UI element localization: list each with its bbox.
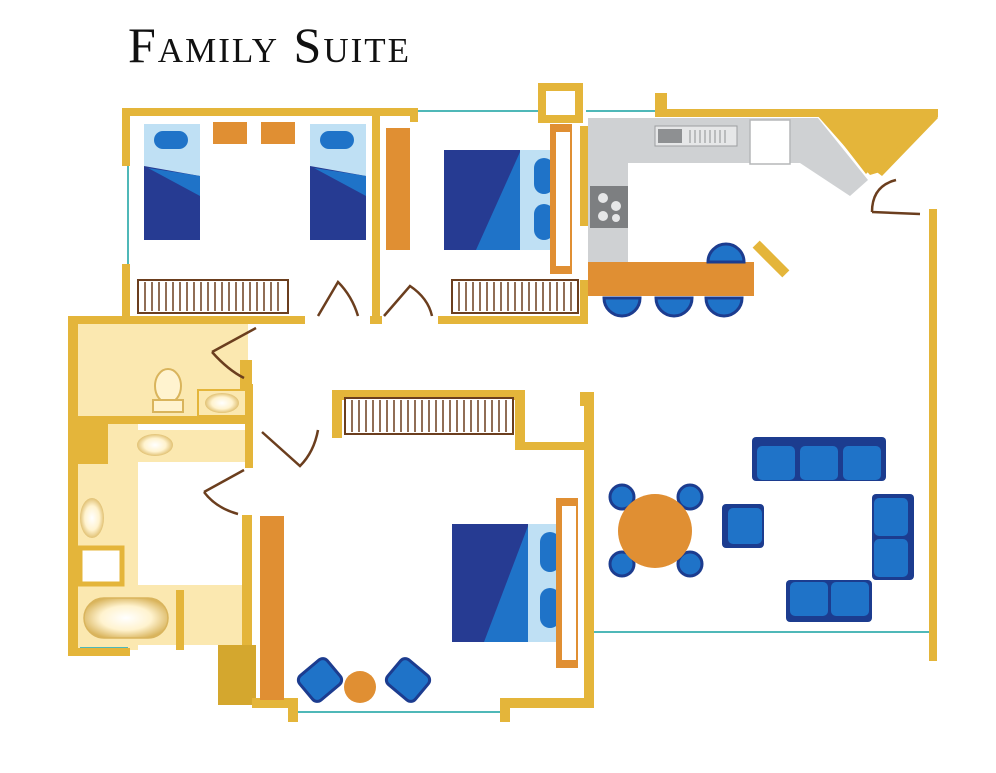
headboard-inset	[562, 506, 576, 660]
armchair-living	[722, 504, 764, 548]
bathtub	[83, 597, 169, 639]
pillow	[534, 158, 554, 194]
dining-table	[618, 494, 692, 568]
bar-stool	[602, 296, 642, 318]
queen-bed-bottom	[452, 524, 570, 642]
armchair	[296, 657, 344, 703]
wall-stub	[752, 240, 790, 278]
bar-counter	[588, 262, 754, 296]
burner-icon	[611, 201, 621, 211]
nightstand	[261, 122, 295, 144]
dresser	[386, 128, 410, 250]
bar-stool	[706, 242, 746, 264]
sofa-top	[752, 437, 886, 481]
bar-stools	[602, 242, 746, 318]
headboard-inset	[556, 132, 570, 266]
dining-chair	[676, 550, 704, 578]
twin-bed-left	[144, 124, 200, 240]
closet-bottom	[344, 397, 514, 435]
doors	[203, 178, 921, 516]
sink-basin	[658, 129, 682, 143]
bar-stool	[654, 296, 694, 318]
sofa-right	[872, 494, 914, 580]
side-table	[344, 671, 376, 703]
closet-middle	[451, 279, 579, 314]
stove	[590, 186, 628, 228]
sink-drain-lines	[689, 130, 726, 143]
armchair	[384, 657, 432, 703]
page-title: Family Suite	[128, 17, 412, 73]
windows	[76, 110, 934, 713]
dining-set	[608, 483, 704, 578]
bathroom-sink	[137, 434, 173, 456]
dining-chair	[676, 483, 704, 511]
closet-left	[137, 279, 289, 314]
twin-bed-right	[310, 124, 366, 240]
burner-icon	[612, 214, 620, 222]
bar-stool	[704, 296, 744, 318]
dining-chair	[608, 483, 636, 511]
pillow	[534, 204, 554, 240]
burner-icon	[598, 211, 608, 221]
queen-bed-top	[444, 150, 562, 250]
walls	[68, 83, 938, 722]
pillow	[540, 532, 560, 572]
pillow	[154, 131, 188, 149]
kitchen-counter	[588, 118, 868, 262]
sink-vanity	[197, 389, 247, 417]
pillow	[320, 131, 354, 149]
toilet	[152, 368, 184, 413]
pillow	[540, 588, 560, 628]
dining-chair	[608, 550, 636, 578]
loveseat-bottom	[786, 580, 872, 622]
nightstand	[213, 122, 247, 144]
shower-drain	[80, 498, 104, 538]
fridge	[749, 119, 791, 165]
dresser	[260, 516, 284, 700]
burner-icon	[598, 193, 608, 203]
